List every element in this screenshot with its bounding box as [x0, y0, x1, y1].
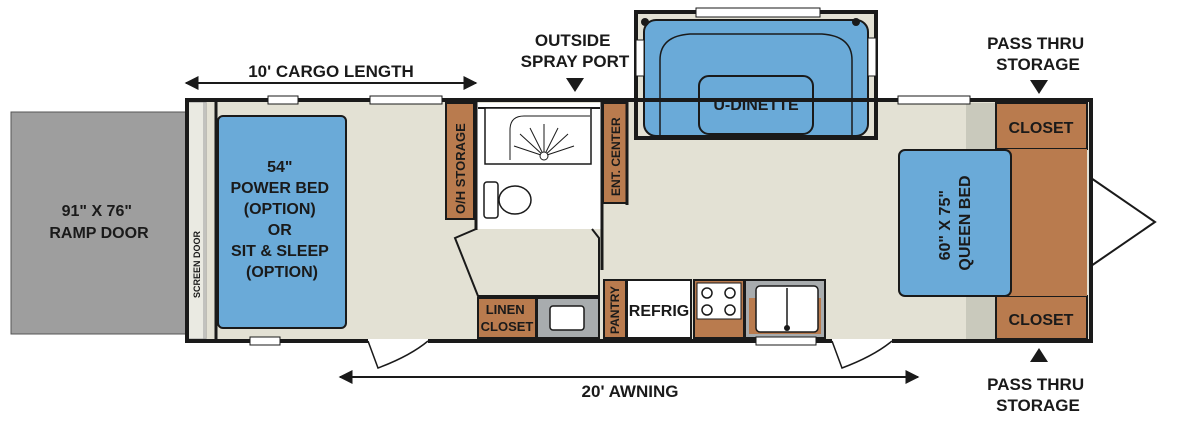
oh-storage-label: O/H STORAGE	[453, 123, 468, 214]
burner-icon	[724, 304, 736, 316]
hitch-tongue	[1090, 177, 1157, 267]
linen-closet-line: CLOSET	[481, 319, 534, 334]
pass-thru-line: STORAGE	[996, 55, 1080, 74]
kitchen-sink-counter	[744, 279, 826, 339]
spray-port-arrow-icon	[566, 78, 584, 92]
dinette-window-right	[867, 37, 877, 77]
stove	[693, 279, 745, 339]
oh-storage	[445, 102, 475, 220]
window	[369, 95, 443, 105]
cargo-length-label: 10' CARGO LENGTH	[248, 62, 414, 81]
power-bed	[217, 115, 347, 329]
power-bed-line: OR	[268, 222, 292, 239]
toilet-icon	[483, 181, 532, 219]
closet-bottom	[995, 295, 1088, 340]
screen-door-label: SCREEN DOOR	[192, 230, 202, 298]
ramp-door-label: 91" X 76" RAMP DOOR	[49, 203, 149, 242]
queen-bed-size: 60" X 75"	[937, 190, 954, 260]
ramp-door	[10, 111, 188, 335]
pass-thru-bottom-arrow-icon	[1030, 348, 1048, 362]
pass-thru-line: PASS THRU	[987, 34, 1084, 53]
dinette-slide: U-DINETTE	[634, 7, 878, 140]
pass-thru-line: STORAGE	[996, 396, 1080, 415]
bathroom	[453, 103, 602, 297]
power-bed-line: (OPTION)	[246, 264, 318, 281]
ramp-door-name: RAMP DOOR	[49, 225, 149, 242]
power-bed-line: 54"	[267, 159, 292, 176]
refrigerator	[626, 279, 692, 339]
ent-center-label: ENT. CENTER	[609, 117, 623, 196]
dinette-window-left	[635, 39, 645, 77]
power-bed-line: SIT & SLEEP	[231, 243, 329, 260]
pass-thru-top-label: PASS THRU STORAGE	[987, 34, 1089, 74]
spray-port-line: SPRAY PORT	[521, 52, 630, 71]
power-bed-line: (OPTION)	[244, 201, 316, 218]
queen-bed-label: 60" X 75" QUEEN BED	[937, 175, 974, 270]
power-bed-label: 54" POWER BED (OPTION) OR SIT & SLEEP (O…	[230, 159, 333, 281]
spray-port-label: OUTSIDE SPRAY PORT	[521, 31, 630, 71]
window	[267, 95, 299, 105]
bath-sink	[549, 305, 585, 331]
ramp-door-size: 91" X 76"	[62, 203, 132, 220]
closet-top-label: CLOSET	[1009, 120, 1074, 137]
shower	[484, 107, 592, 165]
awning-label: 20' AWNING	[582, 382, 679, 401]
screen-door	[187, 101, 207, 340]
linen-closet-label: LINEN CLOSET	[481, 302, 534, 334]
pass-thru-line: PASS THRU	[987, 375, 1084, 394]
burner-icon	[701, 287, 713, 299]
entry-door-rear	[367, 339, 429, 369]
pass-thru-top-arrow-icon	[1030, 80, 1048, 94]
power-bed-line: POWER BED	[230, 180, 329, 197]
closet-bottom-label: CLOSET	[1009, 312, 1074, 329]
window	[249, 336, 281, 346]
entry-door-main	[831, 339, 893, 369]
window	[755, 336, 817, 346]
dinette-window	[695, 7, 821, 18]
burner-icon	[724, 287, 736, 299]
burner-icon	[701, 304, 713, 316]
linen-closet-line: LINEN	[486, 302, 525, 317]
interior-walls	[214, 102, 629, 339]
spray-port-line: OUTSIDE	[535, 31, 611, 50]
pantry-label: PANTRY	[608, 286, 622, 334]
queen-bed-name: QUEEN BED	[957, 175, 974, 270]
bath-sink-counter	[536, 297, 600, 339]
linen-closet	[477, 297, 537, 339]
window	[897, 95, 971, 105]
shower-drain-icon	[513, 124, 575, 161]
refrig-label: REFRIG	[629, 303, 689, 320]
queen-bed	[898, 149, 1012, 297]
pass-thru-bottom-label: PASS THRU STORAGE	[987, 375, 1089, 415]
